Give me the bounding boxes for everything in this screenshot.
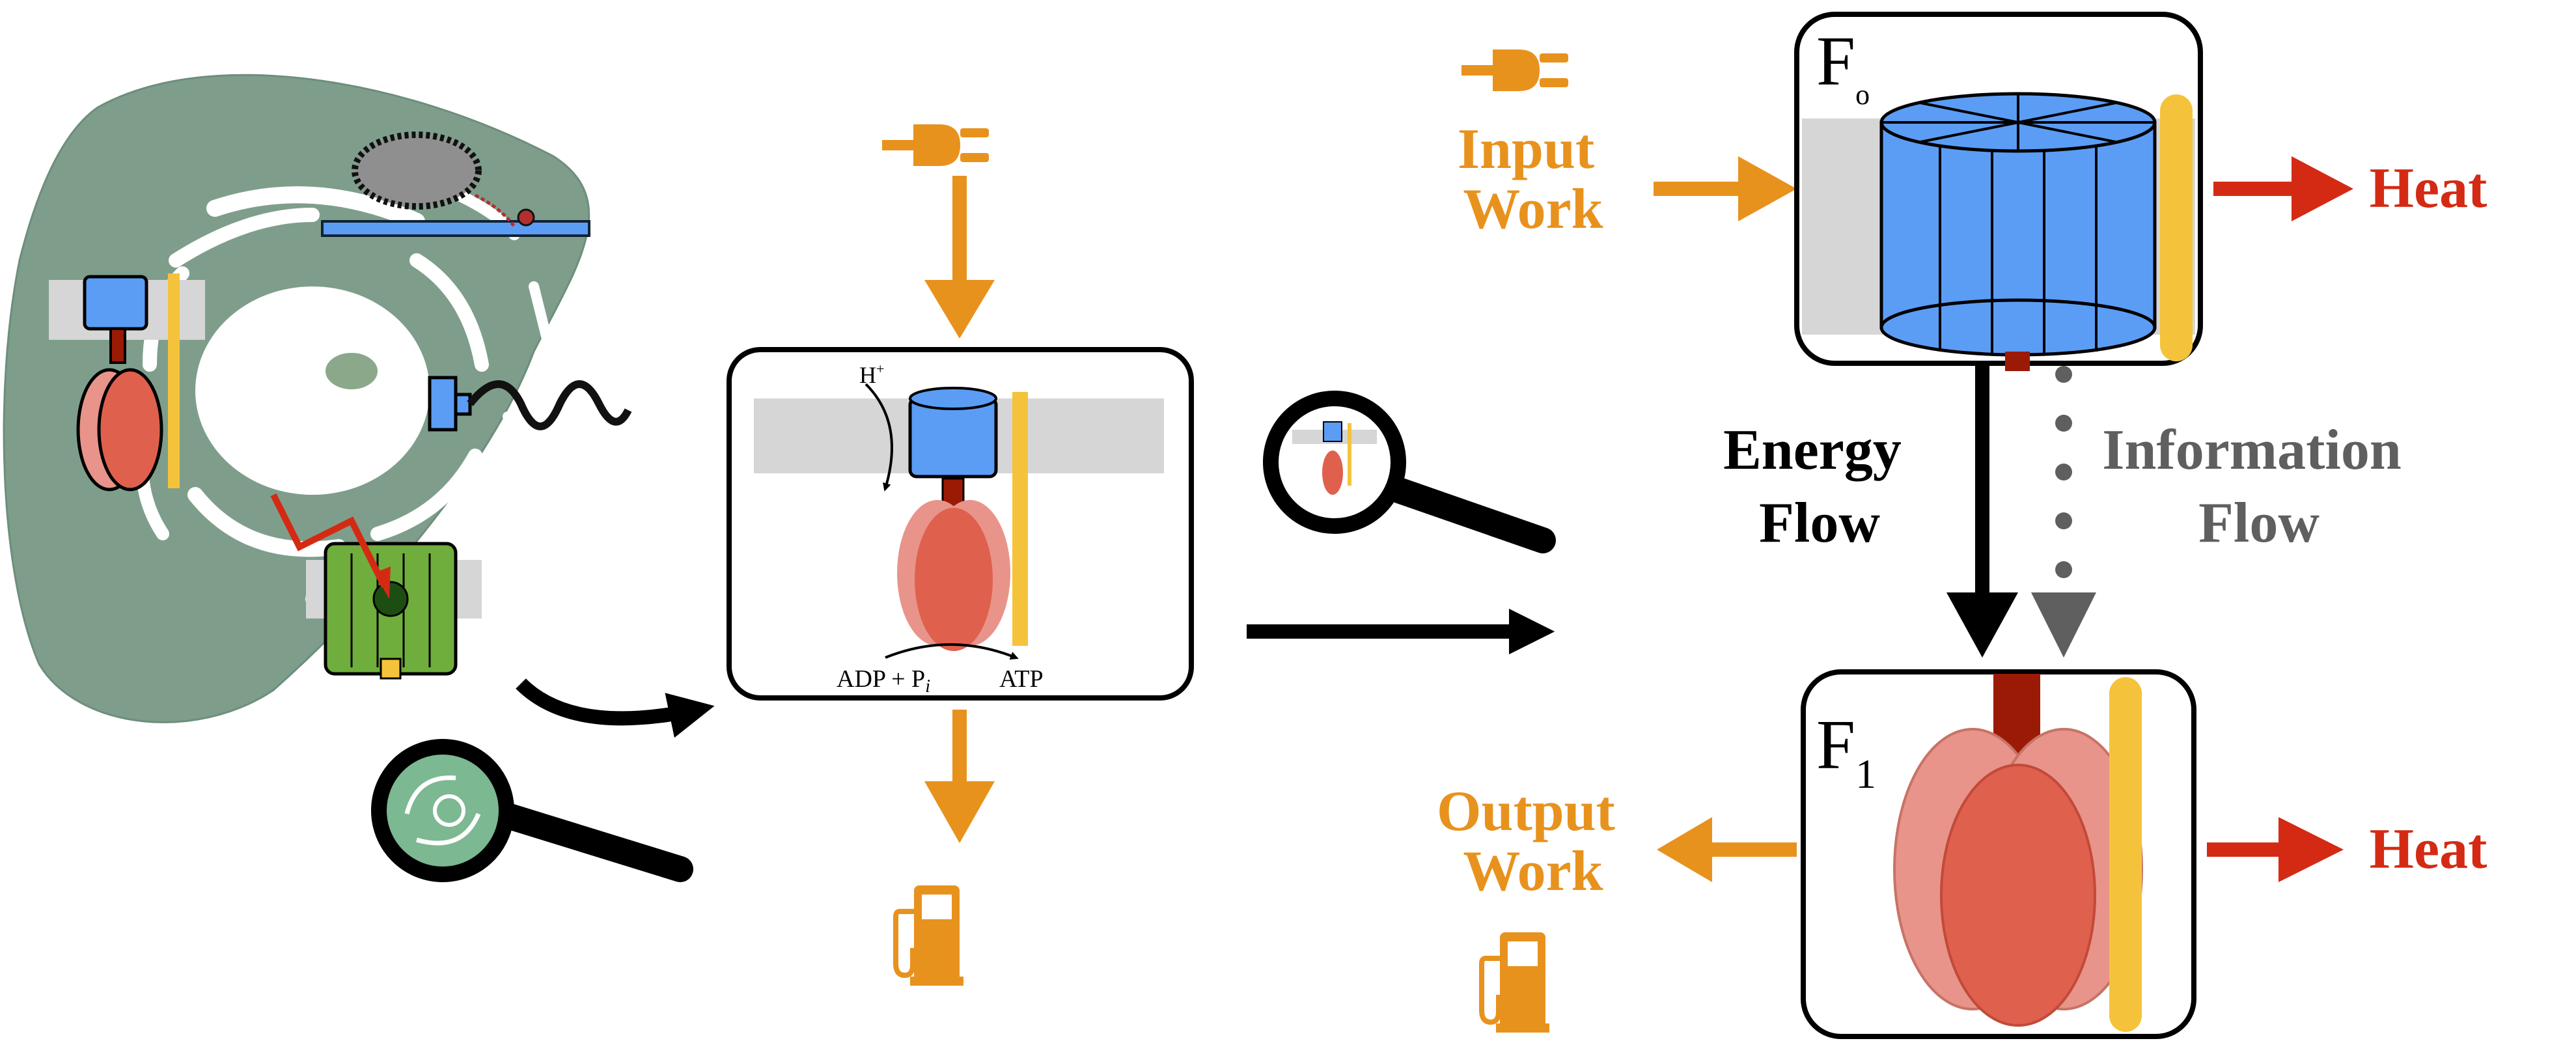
fo-label: Fo <box>1816 23 1870 111</box>
photosystem <box>270 493 482 680</box>
cell-illustration <box>3 74 632 723</box>
heat-bottom-label: Heat <box>2370 818 2487 881</box>
reaction-right-label: ATP <box>999 665 1044 693</box>
input-work-label: Input Work <box>1458 118 1609 241</box>
middle-input-arrowhead <box>924 280 995 339</box>
input-plug-icon <box>882 124 989 166</box>
fo-box: Fo <box>1794 12 2203 366</box>
middle-output-arrowhead <box>924 781 995 843</box>
information-flow-arrow <box>2031 366 2096 658</box>
energy-flow-arrowhead <box>1946 592 2018 658</box>
cytoskeleton-motor <box>321 132 590 237</box>
heat-top-label: Heat <box>2370 157 2487 220</box>
cell-magnifier-icon <box>371 739 693 882</box>
output-fuel-pump-icon <box>1482 932 1549 1033</box>
information-flow-label: Information Flow <box>2102 419 2416 555</box>
proton-label: H+ <box>859 361 884 388</box>
output-work-label: Output Work <box>1437 780 1629 903</box>
reaction-left-label: ADP + Pi <box>837 665 930 697</box>
central-stalk <box>2005 352 2030 371</box>
energy-flow-label: Energy Flow <box>1723 419 1916 555</box>
cell-atp-synthase <box>49 273 205 492</box>
output-work-arrowhead <box>1657 817 1712 882</box>
f1-label: F1 <box>1816 706 1876 797</box>
heat-top-arrowhead <box>2292 156 2353 221</box>
output-fuel-pump-icon <box>896 885 963 986</box>
middle-panel: H+ ADP + Pi ATP <box>727 347 1194 701</box>
input-work-arrowhead <box>1738 156 1797 221</box>
cell-to-panel-arrow <box>516 678 715 738</box>
input-plug-icon <box>1461 49 1568 91</box>
panel-magnifier-icon <box>1263 391 1556 553</box>
f1-box: F1 <box>1801 669 2196 1039</box>
flagellar-motor <box>428 376 632 432</box>
heat-bottom-arrowhead <box>2278 817 2344 882</box>
